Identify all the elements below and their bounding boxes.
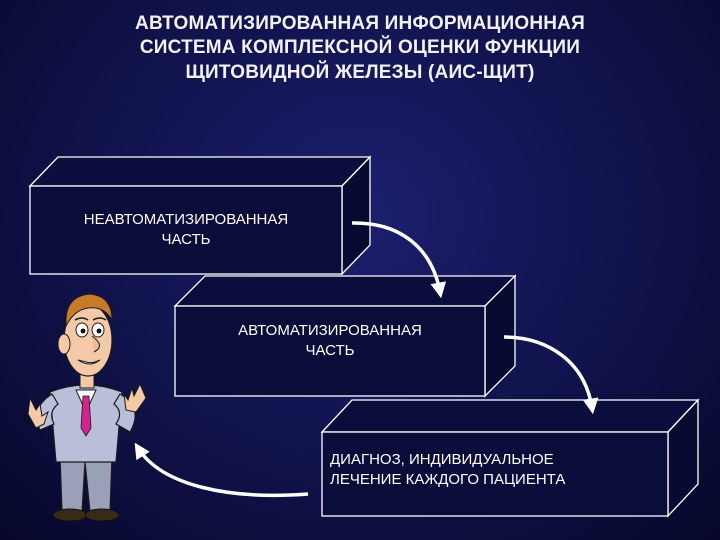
title-line-3: ЩИТОВИДНОЙ ЖЕЛЕЗЫ (АИС-ЩИТ) [185, 61, 535, 83]
block-diagnosis [320, 398, 700, 518]
title-line-1: АВТОМАТИЗИРОВАННАЯ ИНФОРМАЦИОННАЯ [135, 13, 585, 34]
slide-title: АВТОМАТИЗИРОВАННАЯ ИНФОРМАЦИОННАЯ СИСТЕМ… [20, 12, 700, 85]
block-label-line-1: ДИАГНОЗ, ИНДИВИДУАЛЬНОЕ [330, 451, 554, 468]
block-label-diagnosis: ДИАГНОЗ, ИНДИВИДУАЛЬНОЕ ЛЕЧЕНИЕ КАЖДОГО … [322, 450, 668, 489]
block-label-automated: АВТОМАТИЗИРОВАННАЯ ЧАСТЬ [175, 321, 485, 360]
block-label-line-2: ЧАСТЬ [161, 230, 211, 248]
block-non-automated [28, 155, 372, 276]
block-label-line-2: ЧАСТЬ [305, 341, 355, 359]
curved-arrow-icon [134, 442, 309, 498]
curved-arrow-icon [503, 335, 599, 415]
block-label-line-1: АВТОМАТИЗИРОВАННАЯ [238, 322, 422, 339]
block-label-line-1: НЕАВТОМАТИЗИРОВАННАЯ [83, 211, 289, 228]
block-automated [173, 274, 517, 398]
title-line-2: СИСТЕМА КОМПЛЕКСНОЙ ОЦЕНКИ ФУНКЦИИ [139, 37, 581, 59]
block-label-line-2: ЛЕЧЕНИЕ КАЖДОГО ПАЦИЕНТА [330, 470, 566, 488]
cartoon-man-icon [27, 293, 147, 522]
block-label-non-automated: НЕАВТОМАТИЗИРОВАННАЯ ЧАСТЬ [30, 210, 342, 249]
curved-arrow-icon [351, 221, 447, 299]
